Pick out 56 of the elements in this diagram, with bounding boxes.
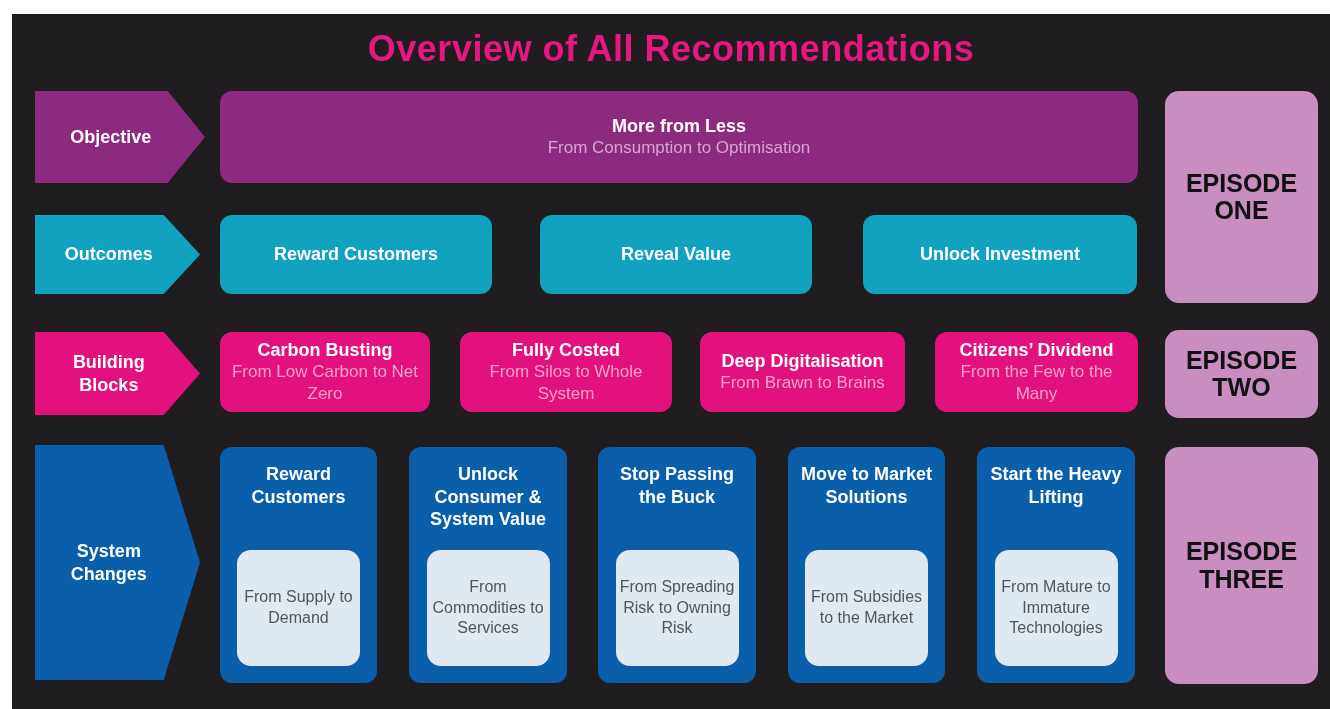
shift-box: [426, 550, 550, 666]
episode-label: EPISODE TWO: [1184, 346, 1299, 402]
box-subtitle: From Silos to Whole System: [488, 361, 644, 406]
recommendation-box: [220, 215, 492, 294]
title: Overview of All Recommendations: [366, 28, 976, 70]
recommendation-box: [220, 332, 430, 412]
card-heading: Stop Passing the Buck: [619, 463, 735, 508]
episode-label: EPISODE ONE: [1184, 169, 1299, 225]
shift-text: From Supply to Demand: [243, 587, 354, 628]
box-subtitle: From the Few to the Many: [959, 361, 1114, 406]
box-heading: More from Less: [611, 114, 746, 138]
change-card: [409, 447, 567, 683]
box-heading: Carbon Busting: [257, 338, 393, 362]
change-card: [977, 447, 1135, 683]
row-label: Outcomes: [63, 243, 154, 266]
box-subtitle: From Low Carbon to Net Zero: [230, 361, 420, 406]
shift-text: From Subsidies to the Market: [809, 587, 924, 628]
box-heading: Reveal Value: [620, 243, 732, 266]
change-card: [598, 447, 756, 683]
shift-box: [805, 550, 928, 666]
row-header-tab: [35, 445, 200, 680]
box-heading: Unlock Investment: [919, 243, 1080, 266]
recommendation-box: [220, 91, 1138, 183]
box-subtitle: From Brawn to Brains: [720, 372, 885, 395]
recommendation-box: [540, 215, 812, 294]
box-heading: Citizens’ Dividend: [959, 338, 1114, 362]
box-heading: Deep Digitalisation: [721, 349, 884, 373]
row-label: Objective: [69, 125, 153, 149]
card-heading: Unlock Consumer & System Value: [428, 463, 548, 531]
box-subtitle: From Consumption to Optimisation: [547, 137, 811, 160]
change-card: [220, 447, 377, 683]
row-label: Building Blocks: [71, 351, 146, 396]
row-header-tab: [35, 215, 200, 294]
recommendation-box: [863, 215, 1137, 294]
recommendation-box: [700, 332, 905, 412]
box-heading: Fully Costed: [512, 338, 620, 362]
card-heading: Start the Heavy Lifting: [989, 463, 1123, 508]
row-label: System Changes: [69, 540, 148, 585]
shift-box: [615, 550, 739, 666]
shift-text: From Spreading Risk to Owning Risk: [619, 576, 735, 639]
recommendation-box: [460, 332, 672, 412]
card-heading: Move to Market Solutions: [800, 463, 933, 508]
change-card: [788, 447, 945, 683]
episode-panel: [1165, 330, 1318, 418]
shift-text: From Commodities to Services: [431, 576, 545, 639]
recommendation-box: [935, 332, 1138, 412]
row-header-tab: [35, 91, 205, 183]
card-heading: Reward Customers: [250, 463, 347, 508]
episode-label: EPISODE THREE: [1184, 538, 1299, 593]
shift-box: [994, 550, 1118, 666]
episode-panel: [1165, 91, 1318, 303]
row-header-tab: [35, 332, 200, 415]
shift-box: [237, 550, 360, 666]
episode-panel: [1165, 447, 1318, 684]
shift-text: From Mature to Immature Technologies: [1000, 576, 1112, 639]
box-heading: Reward Customers: [273, 243, 439, 266]
